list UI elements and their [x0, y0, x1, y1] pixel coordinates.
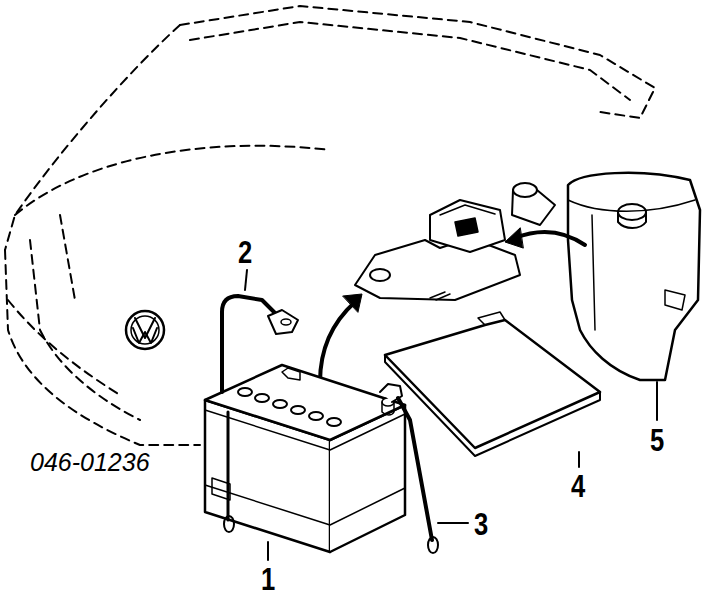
- callout-number: 1: [261, 563, 275, 595]
- callout-number: 4: [571, 470, 585, 502]
- callout-number: 5: [650, 424, 664, 456]
- callout-number: 2: [238, 236, 252, 268]
- callout-number: 3: [474, 508, 488, 540]
- catalog-number: 046-01236: [30, 450, 150, 475]
